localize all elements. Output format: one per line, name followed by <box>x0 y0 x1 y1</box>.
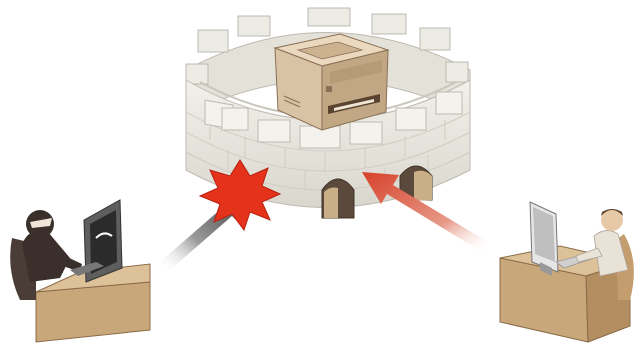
user-at-computer-icon <box>500 202 634 342</box>
multifunction-printer-icon <box>275 34 388 130</box>
hacker-at-computer-icon <box>10 200 150 342</box>
